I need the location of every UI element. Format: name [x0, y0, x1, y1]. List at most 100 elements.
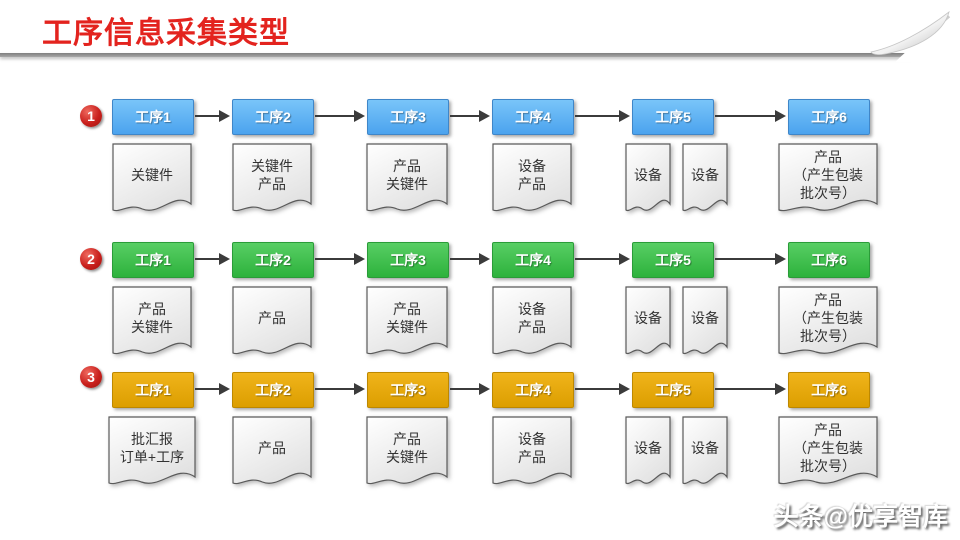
row-2-step-6-label: 工序6 — [811, 252, 847, 268]
row-2-step-3-label: 工序3 — [390, 252, 426, 268]
row-2-arrow-5 — [715, 253, 786, 265]
row-3-col-1-doc: 批汇报 订单+工序 — [108, 416, 196, 488]
row-1-step-4-label: 工序4 — [515, 109, 551, 125]
doc-text: 产品 关键件 — [386, 300, 428, 335]
document-shape — [682, 416, 728, 485]
row-1-step-2-box: 工序2 — [232, 99, 314, 135]
doc-text: 设备 产品 — [518, 300, 546, 335]
row-3-step-5-label: 工序5 — [655, 382, 691, 398]
row-1-col-4-doc: 设备 产品 — [492, 143, 572, 215]
row-1-col-5-doc-2: 设备 — [682, 143, 728, 215]
row-1-step-3-box: 工序3 — [367, 99, 449, 135]
row-3-step-1-label: 工序1 — [135, 382, 171, 398]
doc-text: 产品 关键件 — [131, 300, 173, 335]
document-shape — [366, 286, 448, 355]
row-1-arrow-2 — [315, 110, 365, 122]
row-3-step-5-box: 工序5 — [632, 372, 714, 408]
doc-text: 设备 产品 — [518, 157, 546, 192]
doc-text: 产品 （产生包装 批次号） — [793, 421, 863, 474]
row-3-step-1-box: 工序1 — [112, 372, 194, 408]
document-shape — [778, 416, 878, 485]
document-shape — [778, 286, 878, 355]
row-1-col-1-doc: 关键件 — [112, 143, 192, 215]
row-3-step-2-box: 工序2 — [232, 372, 314, 408]
row-1-step-1-box: 工序1 — [112, 99, 194, 135]
document-shape — [112, 143, 192, 212]
row-1-step-4-box: 工序4 — [492, 99, 574, 135]
row-1-step-3-label: 工序3 — [390, 109, 426, 125]
row-1-step-5-label: 工序5 — [655, 109, 691, 125]
doc-text: 批汇报 订单+工序 — [119, 430, 185, 465]
row-1-step-6-label: 工序6 — [811, 109, 847, 125]
row-3-step-3-label: 工序3 — [390, 382, 426, 398]
doc-text: 设备 — [691, 166, 719, 183]
row-2-badge: 2 — [80, 248, 102, 270]
row-2-col-5-doc-1: 设备 — [625, 286, 671, 358]
row-2-arrow-4 — [575, 253, 630, 265]
doc-text: 产品 — [258, 439, 286, 456]
document-shape — [625, 416, 671, 485]
watermark-text: 头条@优享智库 — [773, 503, 948, 531]
row-2-col-4-doc: 设备 产品 — [492, 286, 572, 358]
document-shape — [778, 143, 878, 212]
row-3-col-3-doc: 产品 关键件 — [366, 416, 448, 488]
document-shape — [366, 143, 448, 212]
row-2-step-2-label: 工序2 — [255, 252, 291, 268]
doc-text: 产品 （产生包装 批次号） — [793, 148, 863, 201]
row-3-col-4-doc: 设备 产品 — [492, 416, 572, 488]
row-2-col-5-doc-2: 设备 — [682, 286, 728, 358]
doc-text: 设备 — [634, 439, 662, 456]
row-1-badge: 1 — [80, 105, 102, 127]
row-3-step-4-label: 工序4 — [515, 382, 551, 398]
doc-text: 设备 — [691, 439, 719, 456]
row-2-step-1-box: 工序1 — [112, 242, 194, 278]
page-curl-icon — [870, 8, 960, 62]
row-2-step-5-label: 工序5 — [655, 252, 691, 268]
doc-text: 关键件 产品 — [251, 157, 293, 192]
document-shape — [682, 143, 728, 212]
doc-text: 产品 （产生包装 批次号） — [793, 291, 863, 344]
document-shape — [108, 416, 196, 485]
row-3-badge: 3 — [80, 366, 102, 388]
row-3-step-3-box: 工序3 — [367, 372, 449, 408]
header-divider — [0, 53, 912, 57]
row-3-arrow-2 — [315, 383, 365, 395]
row-1-arrow-3 — [450, 110, 490, 122]
document-shape — [232, 286, 312, 355]
row-3-arrow-1 — [195, 383, 230, 395]
row-1-col-3-doc: 产品 关键件 — [366, 143, 448, 215]
document-shape — [232, 143, 312, 212]
row-2-col-6-doc: 产品 （产生包装 批次号） — [778, 286, 878, 358]
document-shape — [112, 286, 192, 355]
row-1-arrow-1 — [195, 110, 230, 122]
doc-text: 关键件 — [131, 166, 173, 183]
document-shape — [625, 143, 671, 212]
doc-text: 产品 — [258, 309, 286, 326]
row-3-arrow-3 — [450, 383, 490, 395]
doc-text: 设备 产品 — [518, 430, 546, 465]
row-3-step-6-label: 工序6 — [811, 382, 847, 398]
document-shape — [366, 416, 448, 485]
document-shape — [682, 286, 728, 355]
row-1-col-6-doc: 产品 （产生包装 批次号） — [778, 143, 878, 215]
row-2-arrow-1 — [195, 253, 230, 265]
doc-text: 产品 关键件 — [386, 157, 428, 192]
row-3-col-5-doc-1: 设备 — [625, 416, 671, 488]
row-3-step-4-box: 工序4 — [492, 372, 574, 408]
row-3-arrow-5 — [715, 383, 786, 395]
row-3-step-2-label: 工序2 — [255, 382, 291, 398]
row-2-arrow-3 — [450, 253, 490, 265]
document-shape — [492, 286, 572, 355]
row-2-step-4-label: 工序4 — [515, 252, 551, 268]
document-shape — [232, 416, 312, 485]
page-title: 工序信息采集类型 — [42, 17, 290, 50]
row-2-col-2-doc: 产品 — [232, 286, 312, 358]
row-2-step-6-box: 工序6 — [788, 242, 870, 278]
row-3-step-6-box: 工序6 — [788, 372, 870, 408]
doc-text: 设备 — [634, 166, 662, 183]
doc-text: 产品 关键件 — [386, 430, 428, 465]
row-1-step-2-label: 工序2 — [255, 109, 291, 125]
document-shape — [492, 143, 572, 212]
row-2-step-2-box: 工序2 — [232, 242, 314, 278]
